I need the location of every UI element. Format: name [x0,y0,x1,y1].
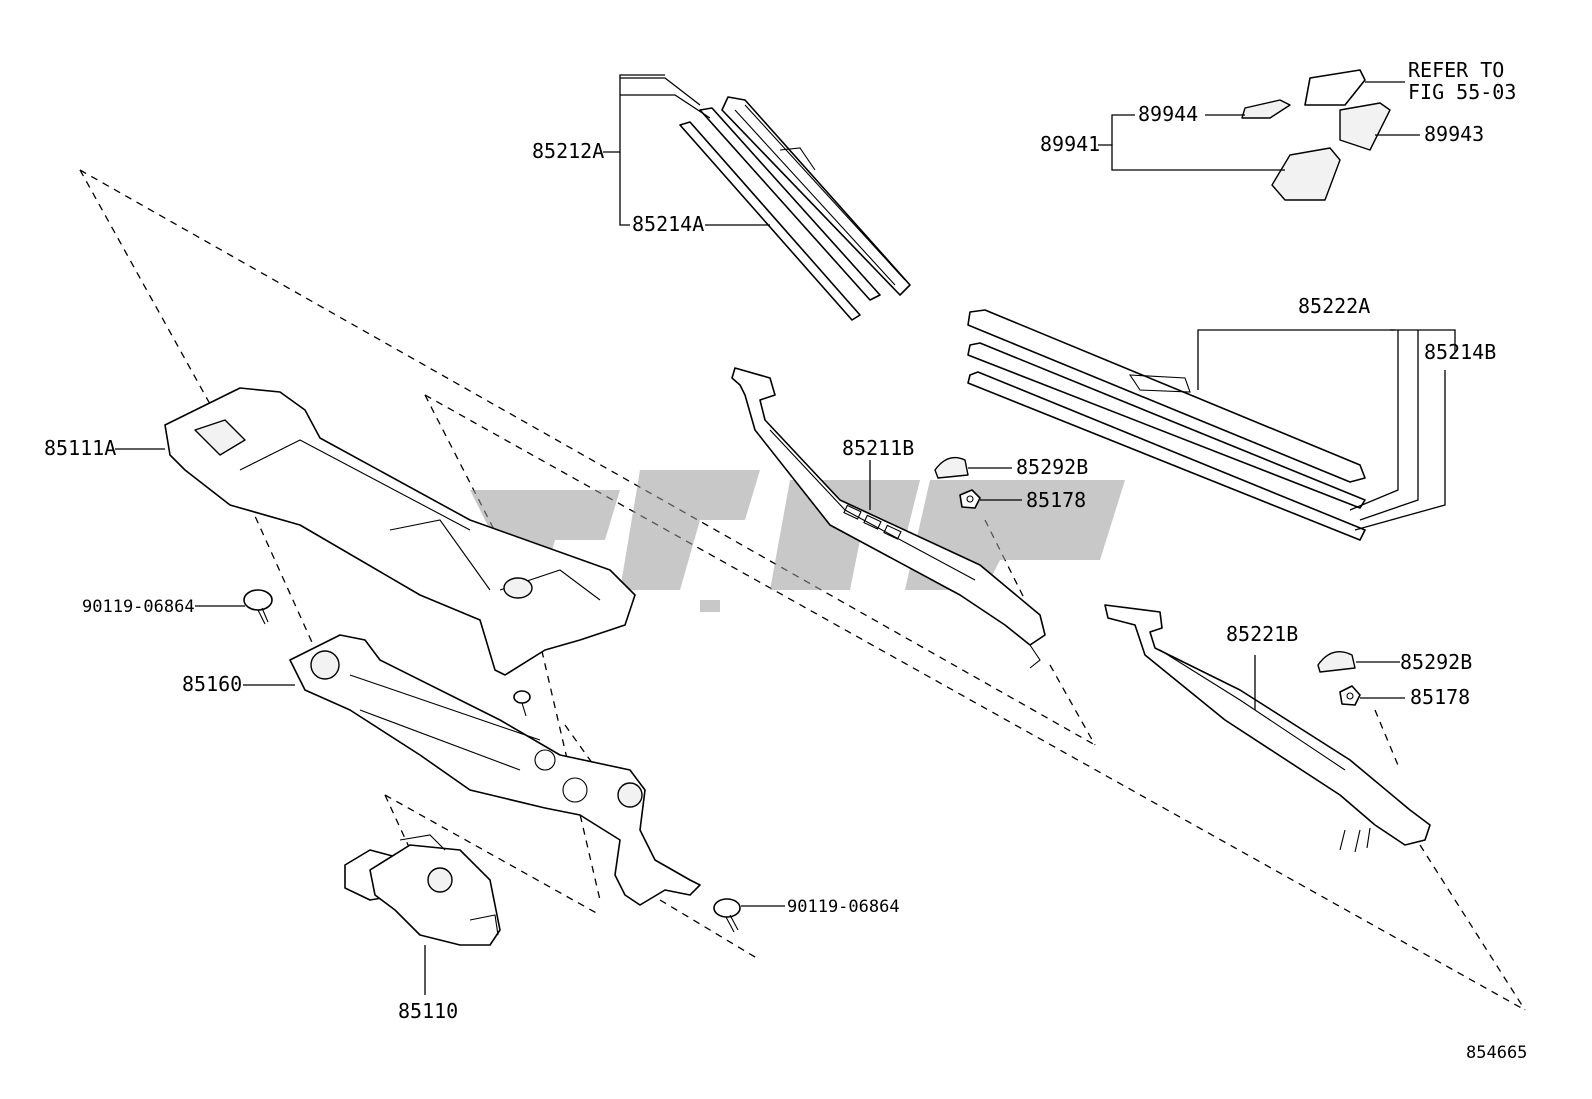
part-labels: REFER TO FIG 55-03 85212A 85214A 89944 8… [44,58,1527,1063]
refer-line-2: FIG 55-03 [1408,80,1516,104]
label-85178-lower: 85178 [1410,685,1470,709]
label-85211B: 85211B [842,436,914,460]
label-89941: 89941 [1040,132,1100,156]
diagram-number: 854665 [1466,1043,1527,1063]
clip-89943 [1339,102,1391,151]
cowl-panel-85111A [164,387,636,676]
label-85214B: 85214B [1424,340,1496,364]
label-85212A: 85212A [532,139,604,163]
wiper-blade-85212A [679,96,911,321]
wiper-link-85160 [289,634,701,906]
label-85160: 85160 [182,672,242,696]
nut-85178-upper [959,489,981,509]
label-85178-upper: 85178 [1026,488,1086,512]
label-90119-06864-lower: 90119-06864 [787,897,900,917]
wiper-motor-85110 [344,834,501,946]
nut-85178-lower [1339,685,1361,706]
cover-part [1304,69,1366,106]
wiper-arm-85211B [731,367,1046,669]
cap-85292B-lower [1317,651,1356,673]
bolt-small-middle [513,690,531,717]
label-90119-06864-upper: 90119-06864 [82,597,195,617]
label-85292B-upper: 85292B [1016,455,1088,479]
cap-85292B-upper [934,456,969,479]
label-89944: 89944 [1138,102,1198,126]
label-85111A: 85111A [44,436,116,460]
label-85214A: 85214A [632,212,704,236]
wiper-arm-85221B [1104,604,1431,853]
label-85292B-lower: 85292B [1400,650,1472,674]
bolt-90119-06864-upper [243,589,273,625]
wiper-blade-85222A [967,309,1366,541]
label-85222A: 85222A [1298,294,1370,318]
pad-89944 [1241,99,1291,119]
refer-line-1: REFER TO [1408,58,1504,82]
cap-89941 [1271,147,1341,201]
label-85221B: 85221B [1226,622,1298,646]
label-89943: 89943 [1424,122,1484,146]
bolt-90119-06864-lower [713,898,741,933]
wiper-cap-parts-group [1241,69,1391,201]
label-85110: 85110 [398,999,458,1023]
leader-lines [115,74,1456,995]
